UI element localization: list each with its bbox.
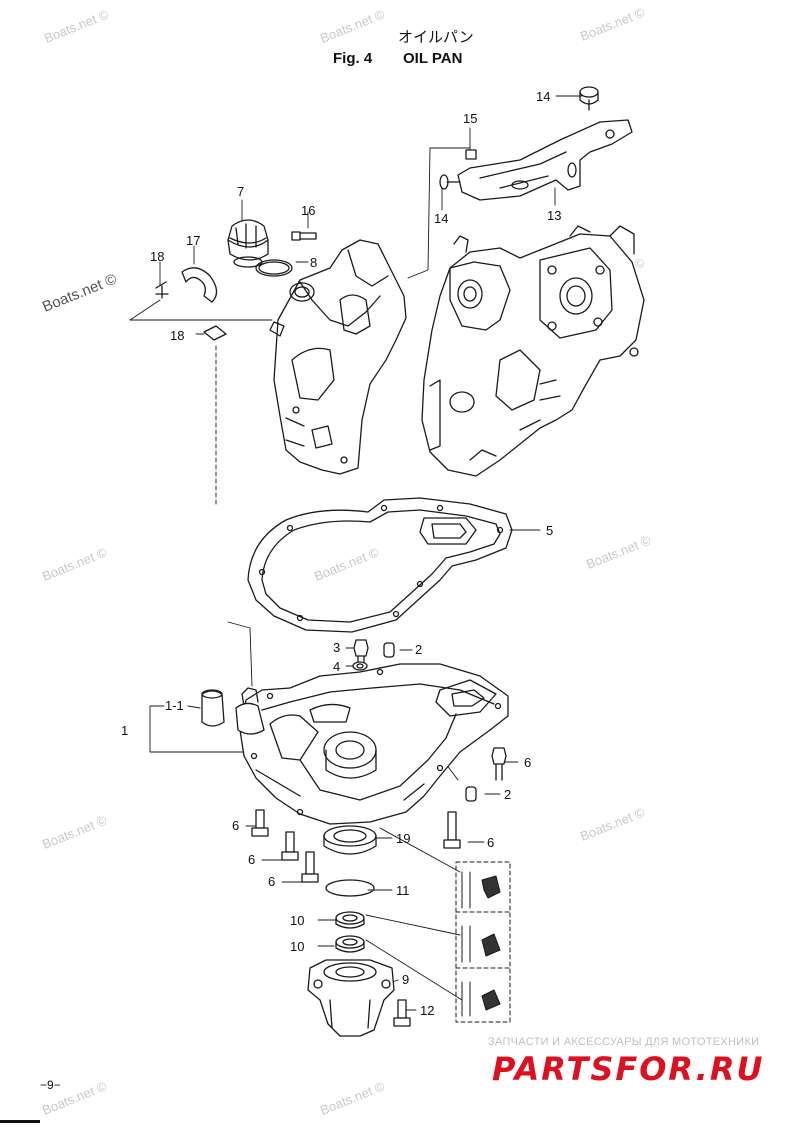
callout-18: 18 <box>170 328 185 343</box>
part-2-dowel-pin <box>383 642 395 658</box>
part-1-oil-pipe <box>235 687 265 735</box>
part-3-bolt <box>353 639 369 665</box>
callout-6: 6 <box>268 874 276 889</box>
part-15-collar <box>465 149 477 160</box>
callout-3: 3 <box>333 640 341 655</box>
page-number: −9− <box>40 1078 61 1092</box>
part-4-washer <box>352 661 368 671</box>
part-12-bolt <box>393 999 411 1027</box>
callout-1: 1 <box>121 723 129 738</box>
callout-18: 18 <box>150 249 165 264</box>
part-1-oil-pan <box>239 663 509 825</box>
callout-6: 6 <box>524 755 532 770</box>
callout-6: 6 <box>248 852 256 867</box>
callout-11: 11 <box>396 883 410 898</box>
part-14-grommet <box>439 174 461 190</box>
callout-6: 6 <box>232 818 240 833</box>
seal-section-details <box>455 861 511 1023</box>
part-7-oil-cap <box>227 219 269 268</box>
part-6-bolts <box>251 747 507 883</box>
callout-2: 2 <box>504 787 512 802</box>
callout-16: 16 <box>301 203 316 218</box>
callout-7: 7 <box>237 184 245 199</box>
callout-6: 6 <box>487 835 495 850</box>
part-14-cap <box>579 86 599 111</box>
part-17-hose <box>181 267 218 303</box>
brand-subtitle: ЗАПЧАСТИ И АКСЕССУАРЫ ДЛЯ МОТОТЕХНИКИ <box>488 1036 760 1048</box>
part-16-bolt <box>291 231 317 241</box>
callout-1-1: 1-1 <box>165 698 184 713</box>
callout-4: 4 <box>333 659 341 674</box>
callout-10: 10 <box>290 913 305 928</box>
callout-5: 5 <box>546 523 554 538</box>
title-japanese: オイルパン <box>398 28 474 46</box>
part-13-bracket <box>457 119 633 201</box>
callout-19: 19 <box>396 831 411 846</box>
part-8-o-ring <box>255 259 293 277</box>
part-2-dowel-pin-lower <box>465 786 477 802</box>
callout-8: 8 <box>310 255 318 270</box>
edge-mark <box>0 1120 40 1123</box>
part-9-seal-housing <box>307 959 395 1037</box>
callout-2: 2 <box>415 642 423 657</box>
oil-filler-housing <box>269 239 407 475</box>
cylinder-block <box>421 225 645 477</box>
callout-15: 15 <box>463 111 478 126</box>
callout-14: 14 <box>434 211 449 226</box>
part-11-o-ring <box>325 879 375 897</box>
part-5-gasket <box>247 497 513 633</box>
brand-logo: PARTSFOR.RU <box>492 1050 765 1088</box>
callout-14: 14 <box>536 89 551 104</box>
callout-9: 9 <box>402 972 410 987</box>
figure-title: OIL PAN <box>403 50 463 67</box>
part-10-seals <box>335 911 365 953</box>
callout-17: 17 <box>186 233 201 248</box>
part-18-clip <box>155 281 227 341</box>
part-19-oil-seal <box>323 825 377 855</box>
callout-13: 13 <box>547 208 562 223</box>
figure-number: Fig. 4 <box>333 50 373 67</box>
callout-10: 10 <box>290 939 305 954</box>
part-1-1-seal <box>201 689 225 727</box>
callout-12: 12 <box>420 1003 435 1018</box>
